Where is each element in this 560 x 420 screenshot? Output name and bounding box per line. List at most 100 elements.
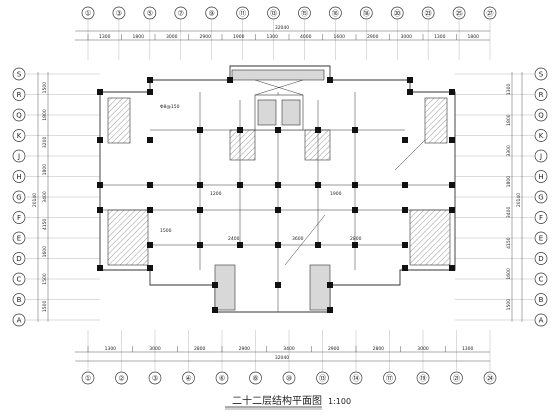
column <box>197 182 203 188</box>
column <box>275 127 281 133</box>
right-axis-bubble: K <box>534 129 548 142</box>
dimension-segment: 1600 <box>334 34 346 40</box>
bottom-axis-bubble: ③ <box>148 371 162 385</box>
right-axis-bubble: E <box>534 231 548 245</box>
left-axis-bubble: G <box>12 190 26 204</box>
column <box>237 242 243 248</box>
top-axis-bubble: ⑮ <box>298 6 311 20</box>
annotation: 1900 <box>330 191 342 197</box>
column <box>212 282 218 288</box>
dimension-segment: 3000 <box>417 346 429 352</box>
top-axis-bubble-label: ㉕ <box>456 10 463 18</box>
annotation: 2800 <box>350 236 362 242</box>
bottom-axis-bubble: ① <box>81 371 95 385</box>
bottom-axis-bubble: ② <box>115 371 128 385</box>
bottom-axis-bubble: ⑩ <box>282 371 296 385</box>
left-overall-dimension: 20140 <box>32 193 38 207</box>
annotation: Φ8@150 <box>160 104 180 110</box>
dimension-segment: 1800 <box>468 34 480 40</box>
top-axis-bubble-label: ⑪ <box>239 10 246 18</box>
column <box>402 207 408 213</box>
top-axis-bubble-label: ③ <box>116 10 122 18</box>
column <box>315 182 321 188</box>
column <box>275 282 281 288</box>
bottom-axis-bubble-label: ② <box>118 375 124 383</box>
right-axis-bubble-label: K <box>539 132 544 140</box>
dimension-segment: 1300 <box>267 34 279 40</box>
top-axis-bubble-label: ㉓ <box>425 10 432 18</box>
top-overall-dimension: 32040 <box>275 25 289 31</box>
annotation: 1500 <box>160 228 172 234</box>
column <box>402 242 408 248</box>
dimension-segment: 2900 <box>328 346 340 352</box>
dimension-segment: 3000 <box>401 34 413 40</box>
dimension-segment: 4150 <box>42 218 48 230</box>
plan-title: 二十二层结构平面图 <box>232 394 322 407</box>
bottom-axis-bubble-label: ㉔ <box>487 375 494 383</box>
column <box>352 242 358 248</box>
top-axis-bubble-label: ① <box>85 10 91 18</box>
dimension-segment: 3200 <box>42 136 48 148</box>
right-axis-bubble-label: F <box>539 214 543 222</box>
right-axis-bubble-label: C <box>539 276 544 284</box>
left-axis-bubble-label: H <box>16 173 21 181</box>
dimension-segment: 1300 <box>105 346 117 352</box>
bottom-axis-bubble-label: ⑩ <box>286 375 292 383</box>
right-axis-bubble-label: R <box>539 91 544 99</box>
column <box>197 207 203 213</box>
dimension-segment: 1800 <box>42 109 48 121</box>
right-axis-bubble-label: H <box>538 173 543 181</box>
slab-annotations: Φ8@150 1500 2400 3600 2800 1200 1900 <box>160 104 362 242</box>
dimension-segment: 1500 <box>42 300 48 312</box>
left-axis-bubble-label: D <box>16 255 21 263</box>
top-axis-bubble-label: ⑤ <box>147 10 153 18</box>
left-axis-bubble-label: G <box>16 194 21 202</box>
column <box>402 182 408 188</box>
dimension-segment: 2900 <box>200 34 212 40</box>
dimension-segment: 1800 <box>506 176 512 188</box>
left-axis-bubble: C <box>12 272 26 286</box>
bottom-axis-bubble: ㉔ <box>483 371 497 385</box>
column <box>407 77 413 83</box>
left-axis-bubble-label: B <box>17 296 22 304</box>
bottom-axis-bubble-label: ⑰ <box>386 375 393 383</box>
left-axis-bubble-label: R <box>17 91 22 99</box>
column <box>97 265 103 271</box>
column <box>147 242 153 248</box>
dimension-segment: 2900 <box>367 34 379 40</box>
right-axis-bubble-label: G <box>538 194 543 202</box>
column <box>449 207 455 213</box>
left-axis-bubble: K <box>12 129 26 142</box>
bottom-axis-bubble-label: ① <box>85 375 91 383</box>
right-axis-bubble-label: A <box>539 317 544 325</box>
column <box>147 182 153 188</box>
left-axis-bubble-label: K <box>17 132 22 140</box>
annotation: 1200 <box>210 191 222 197</box>
dimension-segment: 3000 <box>166 34 178 40</box>
right-axis-bubble: G <box>534 190 548 204</box>
dimension-segment: 1300 <box>462 346 474 352</box>
column <box>275 207 281 213</box>
top-axis-bubble: ③ <box>112 6 126 20</box>
left-axis-bubble-label: Q <box>16 112 22 120</box>
bottom-axis-bubble: ㉑ <box>450 371 463 385</box>
dimension-segment: 3000 <box>149 346 161 352</box>
structural-columns <box>97 77 455 313</box>
left-axis-bubble: B <box>12 293 26 306</box>
dimension-segment: 3300 <box>506 145 512 157</box>
right-axis-bubble-label: E <box>539 235 543 243</box>
right-axis-bubble: S <box>534 67 548 81</box>
column <box>212 307 218 313</box>
drawing-title: 二十二层结构平面图 1:100 <box>225 394 351 410</box>
column <box>197 242 203 248</box>
bottom-axis-bubble-label: ㉑ <box>453 375 460 383</box>
bottom-axis-bubble-label: ③ <box>152 375 158 383</box>
bottom-axis-bubble-label: ④ <box>185 375 191 383</box>
column <box>237 182 243 188</box>
column <box>449 182 455 188</box>
bottom-overall-dimension: 32040 <box>275 355 289 361</box>
